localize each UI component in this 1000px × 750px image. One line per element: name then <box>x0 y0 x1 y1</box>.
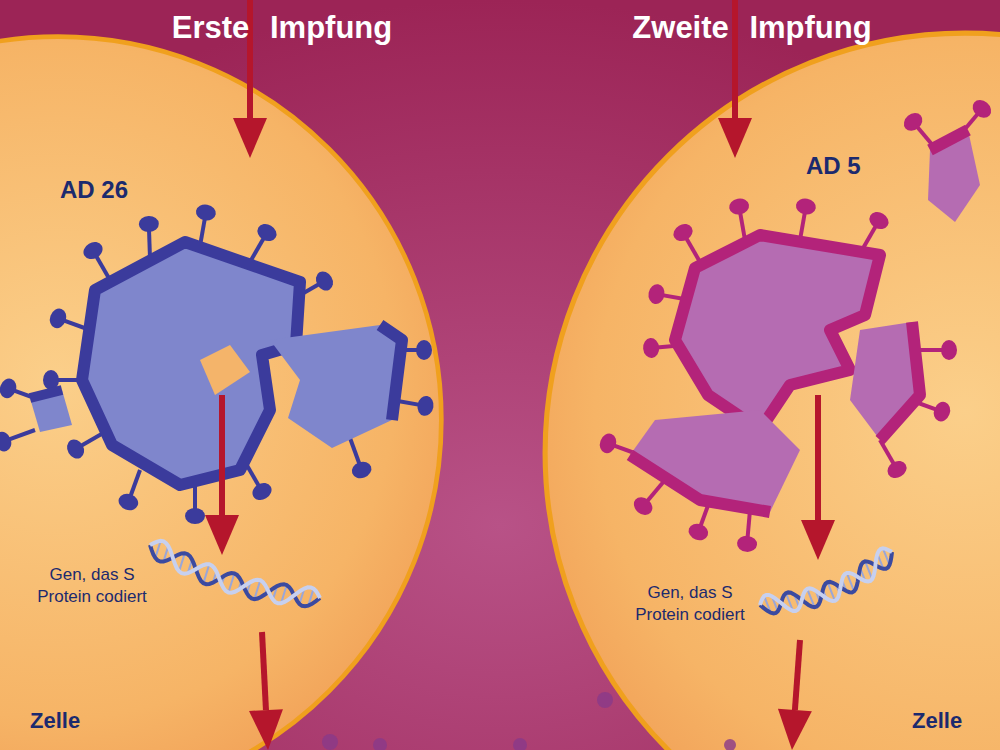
cell-label: Zelle <box>912 708 962 734</box>
vector-name: AD 5 <box>806 152 861 180</box>
gene-label: Gen, das S Protein codiert <box>37 564 147 608</box>
gene-label: Gen, das S Protein codiert <box>635 582 745 626</box>
step-title: Zweite Impfung <box>632 10 871 46</box>
step-title: Erste Impfung <box>172 10 392 46</box>
ad26-virus <box>30 242 402 485</box>
ad5-virus <box>630 130 980 512</box>
vector-name: AD 26 <box>60 176 128 204</box>
cell-label: Zelle <box>30 708 80 734</box>
